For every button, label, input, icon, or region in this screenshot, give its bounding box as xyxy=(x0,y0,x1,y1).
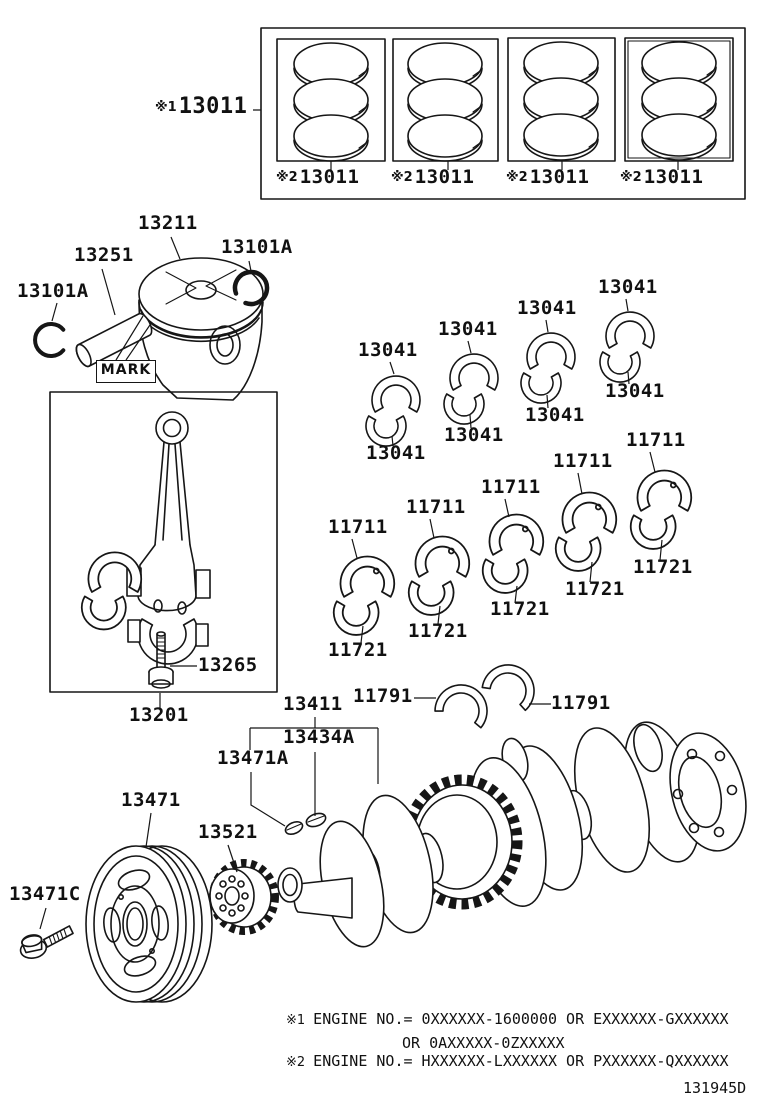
label-timing-sprocket: 13521 xyxy=(198,821,258,843)
label-crankshaft-set-key: 13471A xyxy=(217,747,289,769)
label-rod-bearing-3b: 13041 xyxy=(525,404,585,426)
label-connecting-rod: 13201 xyxy=(129,704,189,726)
crank-flange xyxy=(669,732,747,852)
label-main-bearing-lower-3: 11721 xyxy=(490,598,550,620)
label-main-bearing-upper-3: 11711 xyxy=(481,476,541,498)
crankshaft-keys xyxy=(284,812,327,836)
label-crankshaft-key: 13434A xyxy=(283,726,355,748)
label-piston: 13211 xyxy=(138,212,198,234)
ref-mark-1: ※1 xyxy=(155,100,177,115)
label-rod-bolt: 13265 xyxy=(198,654,258,676)
pulley-bolt-illustration xyxy=(19,925,74,959)
label-main-bearing-lower-4: 11721 xyxy=(565,578,625,600)
label-main-bearing-upper-1: 11711 xyxy=(328,516,388,538)
label-rod-bearing-1b: 13041 xyxy=(366,442,426,464)
label-rod-bearing-2b: 13041 xyxy=(444,424,504,446)
label-main-bearing-lower-2: 11721 xyxy=(408,620,468,642)
thrust-washer-illustrations xyxy=(432,654,545,730)
label-snap-ring-right: 13101A xyxy=(221,236,293,258)
label-thrust-washer-left: 11791 xyxy=(353,685,413,707)
ref-mark-note-2: ※2 xyxy=(286,1055,306,1070)
snap-ring-right-illustration xyxy=(232,269,270,307)
timing-sprocket-illustration xyxy=(209,859,279,935)
label-rod-bearing-2a: 13041 xyxy=(438,318,498,340)
label-main-bearing-upper-5: 11711 xyxy=(626,429,686,451)
ring-set-box xyxy=(253,27,746,200)
label-snap-ring-left: 13101A xyxy=(17,280,89,302)
spacer-ring xyxy=(277,867,303,903)
label-main-bearing-upper-2: 11711 xyxy=(406,496,466,518)
label-rod-bearing-4b: 13041 xyxy=(605,380,665,402)
label-main-bearing-upper-4: 11711 xyxy=(553,450,613,472)
label-piston-pin: 13251 xyxy=(74,244,134,266)
rod-bolt-illustration xyxy=(148,631,174,689)
connecting-rod-illustration xyxy=(49,391,278,693)
piston-illustration xyxy=(138,257,264,401)
label-pulley: 13471 xyxy=(121,789,181,811)
label-pulley-bolt: 13471C xyxy=(9,883,81,905)
piston-pin-illustration xyxy=(75,312,153,368)
snap-ring-left-illustration xyxy=(33,322,66,358)
crank-nose xyxy=(293,877,353,919)
label-main-bearing-lower-1: 11721 xyxy=(328,639,388,661)
label-ring-set: ※113011 xyxy=(155,94,248,119)
label-main-bearing-lower-5: 11721 xyxy=(633,556,693,578)
ref-mark-note-1: ※1 xyxy=(286,1013,306,1028)
note-1-continued: OR 0AXXXXX-0ZXXXXX xyxy=(402,1034,565,1052)
figure-code: 131945D xyxy=(683,1079,747,1097)
label-rod-bearing-3a: 13041 xyxy=(517,297,577,319)
mark-box: MARK xyxy=(96,360,156,383)
crankshaft-illustration xyxy=(209,721,747,948)
label-crankshaft: 13411 xyxy=(283,693,343,715)
pulley-illustration xyxy=(85,845,213,1003)
label-thrust-washer-right: 11791 xyxy=(551,692,611,714)
leader-lines xyxy=(39,236,663,930)
label-rod-bearing-1a: 13041 xyxy=(358,339,418,361)
label-rod-bearing-4a: 13041 xyxy=(598,276,658,298)
